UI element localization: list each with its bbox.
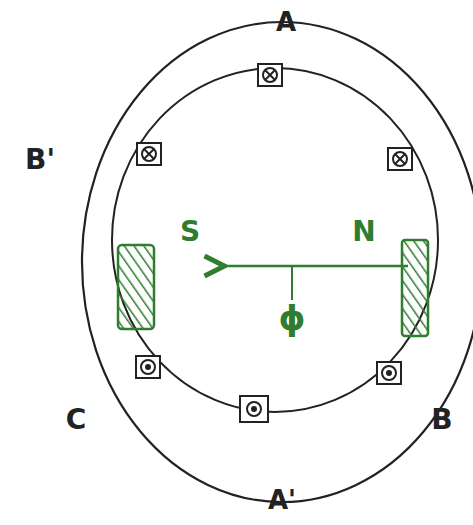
slot-dot: [136, 356, 401, 422]
pole-north: [402, 240, 428, 336]
flux-arrow: [222, 265, 408, 268]
slot-label: A': [268, 487, 296, 513]
pole-label: N: [352, 218, 375, 246]
pole-south: [118, 245, 154, 329]
slot-label: B: [431, 406, 452, 434]
flux-symbol: ϕ: [278, 301, 305, 335]
pole-label: S: [180, 218, 200, 246]
slot-cross: [137, 64, 412, 170]
slot-label: B': [25, 146, 55, 174]
slot-label: C: [66, 406, 87, 434]
stator-outer: [82, 22, 473, 502]
slot-label: A: [276, 9, 296, 35]
stator-bore: [112, 68, 438, 412]
flux-tick: [291, 266, 293, 300]
